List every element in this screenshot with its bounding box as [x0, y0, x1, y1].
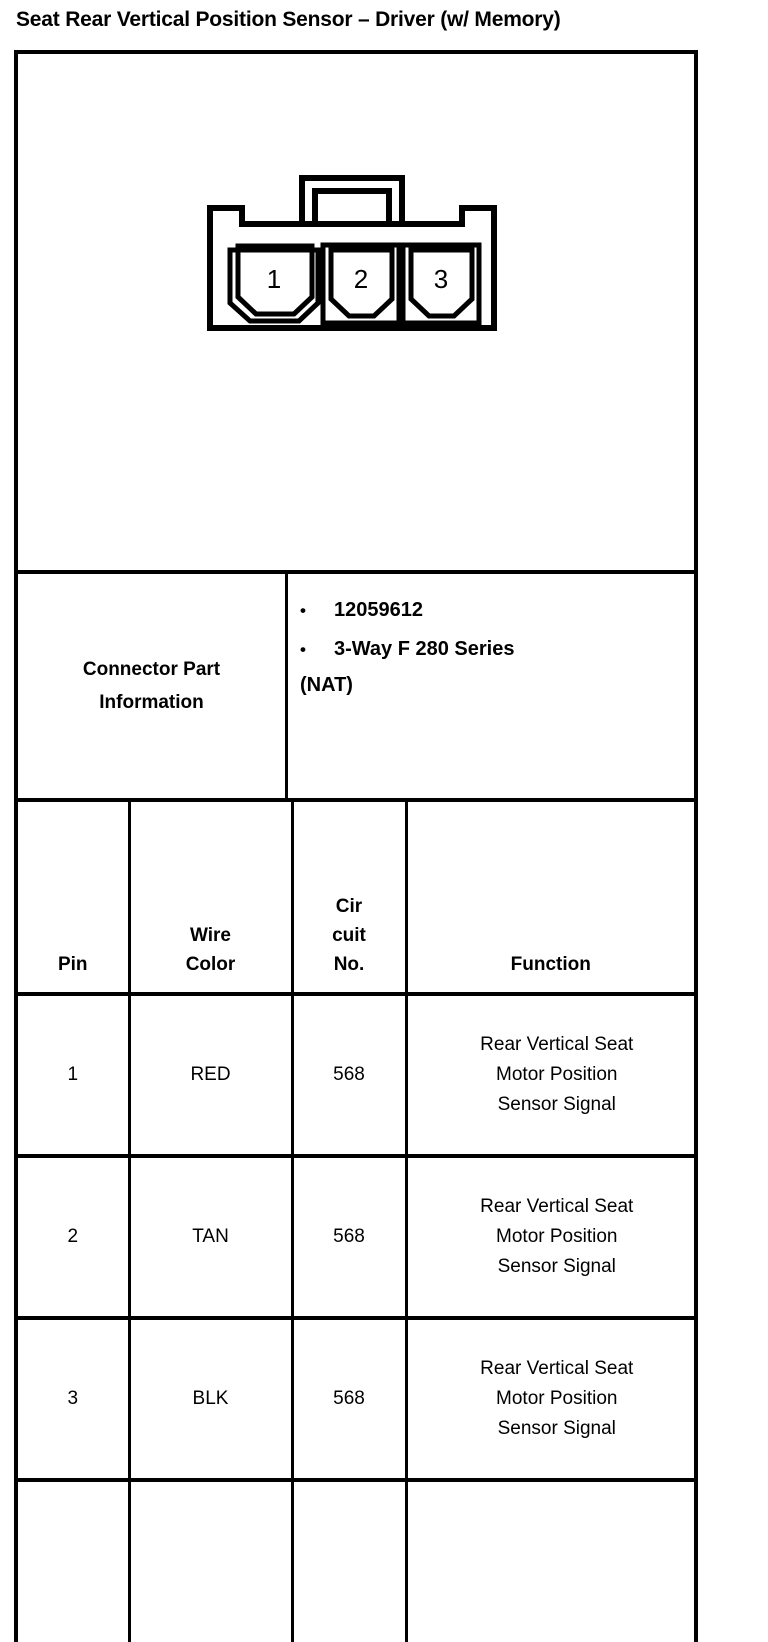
part-number-bullet-item: • 12059612: [300, 600, 684, 621]
part-info-label-line1: Connector Part: [82, 658, 221, 680]
cavity-1-outer: [227, 247, 321, 324]
cell-pin: 2: [18, 1156, 131, 1320]
connector-face-view-icon: 1 2 3: [207, 175, 497, 331]
part-number-value: 12059612: [334, 599, 423, 621]
cavity-1-inner: [235, 243, 315, 317]
cell-function: Rear Vertical Seat Motor Position Sensor…: [406, 1156, 694, 1320]
connector-part-information-row: Connector Part Information • 12059612 • …: [18, 574, 694, 802]
cavity-1-label: 1: [267, 264, 281, 294]
cell-wire-color: TAN: [129, 1156, 294, 1320]
table-row: 2 TAN 568 Rear Vertical Seat Motor Posit…: [18, 1156, 694, 1320]
cavity-2-outer: [320, 242, 402, 326]
cell-pin: 3: [18, 1318, 131, 1482]
cell-pin: [18, 1480, 131, 1642]
cell-circuit-no: 568: [292, 1156, 408, 1320]
cell-circuit-no: 568: [292, 994, 408, 1158]
cell-circuit-no: [292, 1480, 408, 1642]
part-description-value: 3-Way F 280 Series: [334, 638, 515, 661]
cell-wire-color: RED: [129, 994, 294, 1158]
cavity-3-inner: [408, 247, 475, 319]
bullet-icon: •: [300, 640, 306, 660]
cavity-2-inner: [328, 247, 395, 319]
table-row: 3 BLK 568 Rear Vertical Seat Motor Posit…: [18, 1318, 694, 1482]
page-title: Seat Rear Vertical Position Sensor – Dri…: [16, 8, 561, 31]
cell-circuit-no: 568: [292, 1318, 408, 1482]
cell-function: [406, 1480, 694, 1642]
cell-function: Rear Vertical Seat Motor Position Sensor…: [406, 1318, 694, 1482]
connector-diagram-cell: 1 2 3: [18, 54, 694, 574]
cell-wire-color: BLK: [129, 1318, 294, 1482]
table-header-row: Pin Wire Color Cir cuit No. Function: [18, 802, 694, 996]
bullet-icon: •: [300, 601, 306, 620]
cell-function: Rear Vertical Seat Motor Position Sensor…: [406, 994, 694, 1158]
table-row: 1 RED 568 Rear Vertical Seat Motor Posit…: [18, 994, 694, 1158]
pin-assignment-table: Pin Wire Color Cir cuit No. Function 1: [18, 802, 694, 1642]
part-description-bullet-item: • 3-Way F 280 Series: [300, 639, 684, 660]
column-header-wire-color: Wire Color: [129, 802, 294, 996]
part-info-label-line2: Information: [99, 692, 204, 713]
cell-wire-color: [129, 1480, 294, 1642]
cavity-2-label: 2: [354, 264, 368, 294]
cell-pin: 1: [18, 994, 131, 1158]
column-header-pin: Pin: [18, 802, 131, 996]
cavity-3-outer: [400, 242, 482, 326]
connector-part-information-values: • 12059612 • 3-Way F 280 Series (NAT): [288, 574, 694, 798]
column-header-function: Function: [406, 802, 694, 996]
column-header-circuit-no: Cir cuit No.: [292, 802, 408, 996]
part-description-wrapped-suffix: (NAT): [300, 673, 353, 696]
table-row-clipped: [18, 1480, 694, 1642]
connector-part-information-label: Connector Part Information: [18, 574, 288, 798]
connector-datasheet-frame: 1 2 3 Connector Part Information: [14, 50, 698, 1642]
cavity-3-label: 3: [434, 264, 448, 294]
